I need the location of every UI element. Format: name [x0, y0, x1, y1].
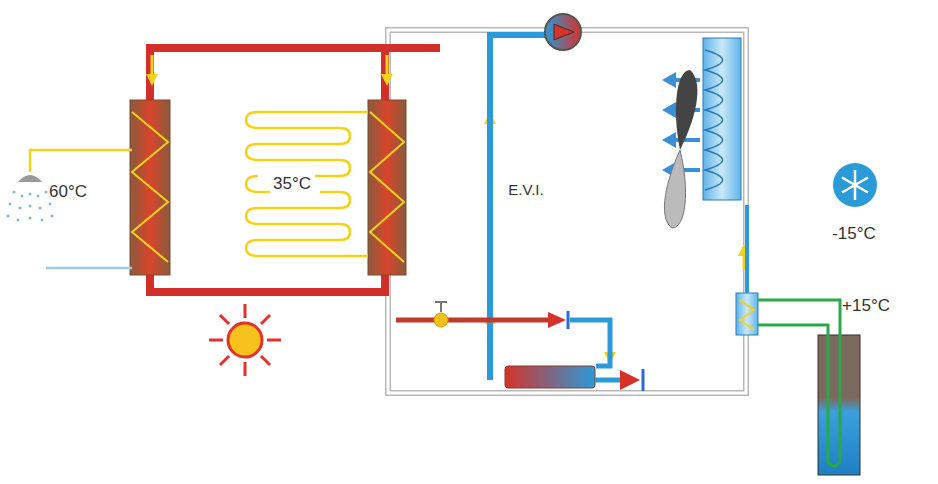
temperature-label: 35°C [273, 174, 311, 194]
label-text: -15°C [832, 224, 876, 243]
label-text: 35°C [273, 174, 311, 193]
label-text: E.V.I. [508, 181, 543, 198]
temperature-label: 60°C [49, 182, 87, 202]
temperature-label: +15°C [842, 296, 890, 316]
temperature-label: -15°C [832, 224, 876, 244]
temperature-label: E.V.I. [508, 181, 543, 199]
label-text: +15°C [842, 296, 890, 315]
label-text: 60°C [49, 182, 87, 201]
